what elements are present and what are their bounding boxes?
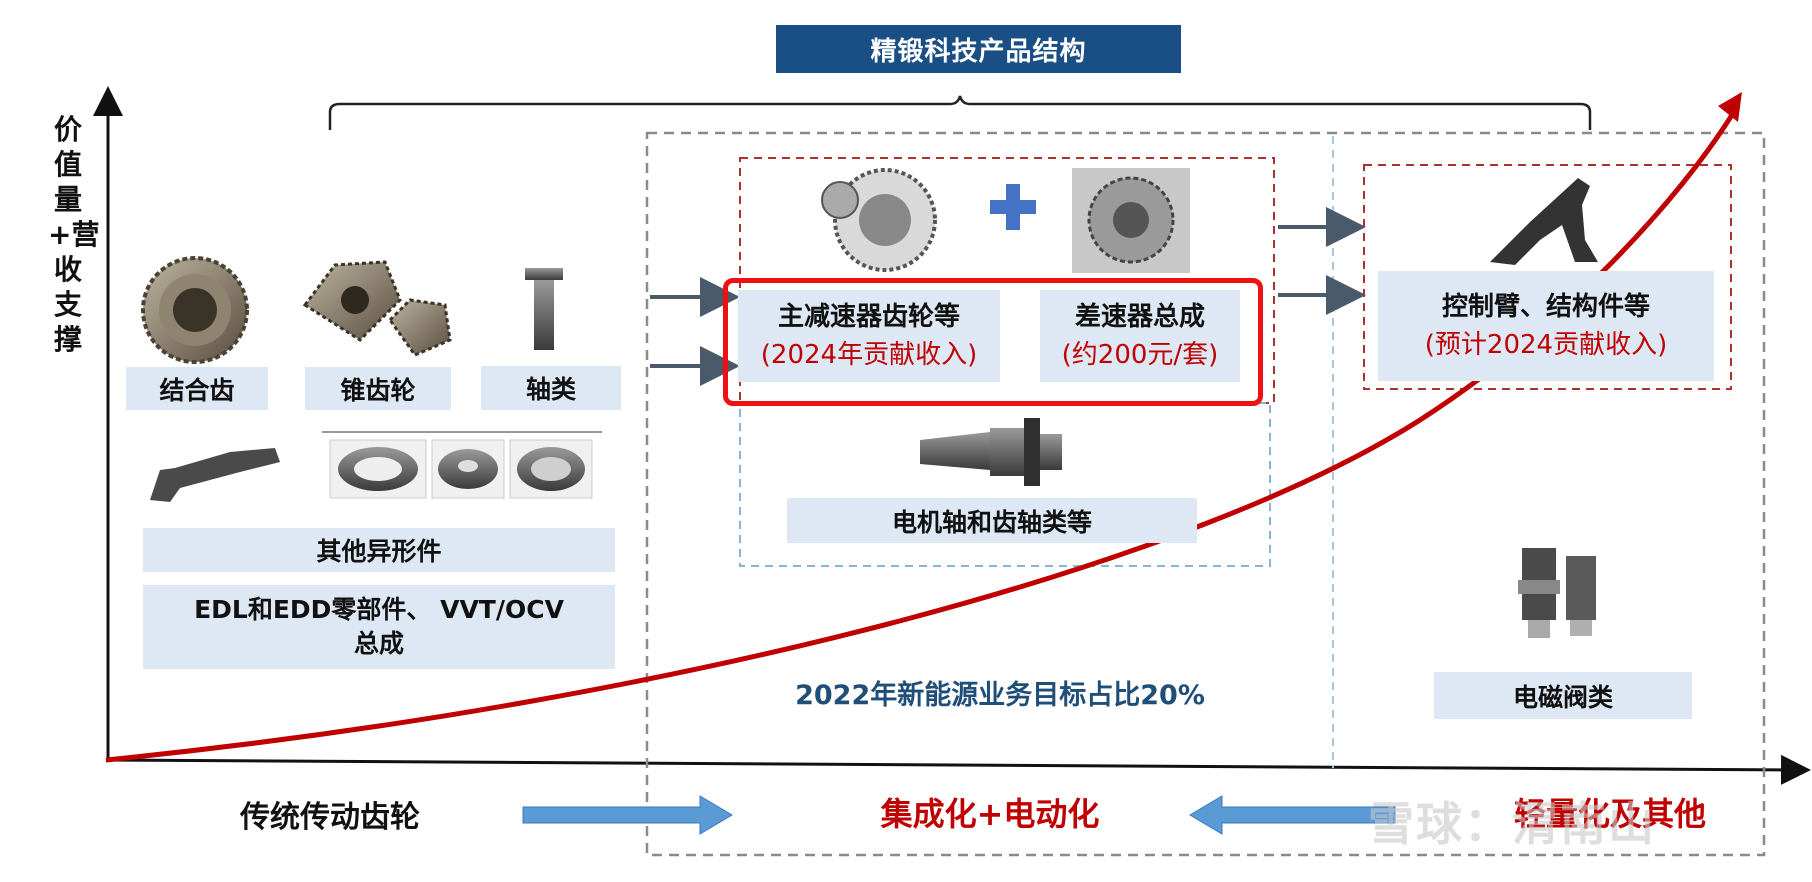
plus-icon [990, 184, 1036, 230]
differential-picture [1072, 168, 1190, 273]
x-axis [105, 754, 1811, 785]
ring-parts-picture [322, 431, 602, 499]
label-edl-line2: 总成 [353, 629, 404, 658]
label-main-reducer: 主减速器齿轮等 (2024年贡献收入) [738, 290, 1000, 382]
label-control-arm: 控制臂、结构件等 (预计2024贡献收入) [1378, 271, 1714, 381]
label-differential: 差速器总成 (约200元/套) [1040, 290, 1240, 382]
label-other-shaped: 其他异形件 [143, 528, 615, 572]
differential-note: (约200元/套) [1061, 340, 1219, 370]
blue-arrow-right [522, 795, 733, 835]
label-traditional: 传统传动齿轮 [240, 800, 420, 835]
label-edl-line1: EDL和EDD零部件、 VVT/OCV [194, 595, 564, 624]
main-reducer-picture [821, 168, 937, 272]
solenoid-picture [1518, 548, 1596, 638]
label-solenoid: 电磁阀类 [1434, 672, 1692, 719]
zhuichilun-picture [302, 260, 452, 357]
label-edl: EDL和EDD零部件、 VVT/OCV 总成 [143, 585, 615, 669]
y-axis-label: 价值量+营收支撑 [48, 113, 100, 356]
highlight-box [723, 278, 1263, 406]
target-text: 2022年新能源业务目标占比20% [795, 679, 1205, 711]
control-arm-name: 控制臂、结构件等 [1441, 292, 1650, 322]
control-arm-note: (预计2024贡献收入) [1424, 330, 1668, 360]
label-zhoulei: 轴类 [481, 366, 621, 410]
control-arm-picture [1490, 178, 1598, 265]
motor-shaft-picture [920, 418, 1062, 486]
jiehechi-picture [141, 256, 249, 364]
label-motor-shaft: 电机轴和齿轴类等 [787, 498, 1197, 543]
main-reducer-name: 主减速器齿轮等 [777, 302, 960, 332]
label-zhuichilun: 锥齿轮 [305, 367, 451, 410]
top-brace [328, 95, 1592, 130]
zhoulei-picture [525, 268, 563, 350]
new-energy-region [645, 131, 1766, 857]
yixingjian-picture [150, 448, 280, 502]
blue-arrow-left [1189, 795, 1396, 835]
label-jiehechi: 结合齿 [126, 367, 268, 410]
main-reducer-note: (2024年贡献收入) [760, 340, 978, 370]
motor-shaft-dashed-box [739, 402, 1271, 567]
watermark: 雪球：渭南山 [1368, 797, 1656, 851]
growth-curve [105, 108, 1738, 763]
label-integration: 集成化+电动化 [880, 795, 1100, 833]
differential-name: 差速器总成 [1074, 302, 1205, 332]
diagram-title: 精锻科技产品结构 [776, 25, 1181, 73]
label-lightweight: 轻量化及其他 [1513, 795, 1706, 833]
growth-curve-head [1718, 92, 1742, 122]
